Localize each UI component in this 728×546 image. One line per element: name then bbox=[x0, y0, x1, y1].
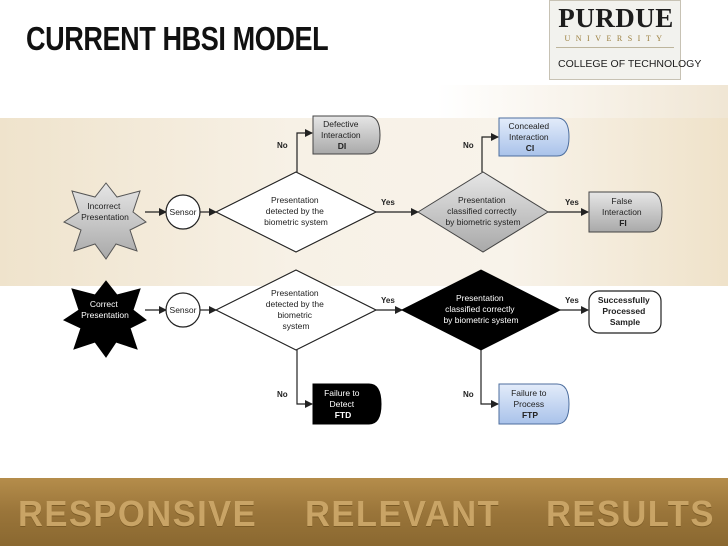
fi-line2: Interaction bbox=[602, 207, 642, 217]
failure-to-detect-shape bbox=[312, 383, 382, 425]
sensor-circle-1 bbox=[165, 194, 201, 230]
svg-text:Failure to Process FTP: Failure to Process FTP bbox=[511, 388, 549, 420]
detected-decision-2 bbox=[214, 269, 378, 351]
d2r1-line2: classified correctly bbox=[447, 206, 517, 216]
no-label-r2-d2: No bbox=[463, 390, 474, 399]
correct-presentation-star bbox=[62, 280, 147, 358]
d1r1-line3: biometric system bbox=[264, 217, 328, 227]
no-label-r2-d1: No bbox=[277, 390, 288, 399]
yes-label-r1-d2: Yes bbox=[565, 198, 579, 207]
d1r1-line1: Presentation bbox=[271, 195, 319, 205]
detected-decision-1 bbox=[214, 171, 378, 253]
yes-label-r2-d1: Yes bbox=[381, 296, 395, 305]
d1r2-line1: Presentation bbox=[271, 288, 319, 298]
svg-text:Successfully Processed: Successfully Processed Sample bbox=[598, 295, 652, 327]
d2r2-line1: Presentation bbox=[456, 293, 504, 303]
row2-connectors bbox=[145, 306, 589, 408]
ftd-line3: FTD bbox=[335, 410, 352, 420]
incorrect-presentation-star bbox=[62, 182, 147, 260]
svg-text:False Interaction FI: False Interaction FI bbox=[602, 196, 644, 228]
ftp-line3: FTP bbox=[522, 410, 538, 420]
ftp-line2: Process bbox=[513, 399, 544, 409]
svg-text:Defective Interaction: Defective Interaction DI bbox=[321, 119, 363, 151]
defective-interaction-shape bbox=[312, 115, 381, 155]
d1r2-line4: system bbox=[283, 321, 310, 331]
incorrect-label-1: Incorrect bbox=[87, 201, 121, 211]
logo-college: COLLEGE OF TECHNOLOGY bbox=[558, 58, 702, 70]
d2r2-line3: by biometric system bbox=[443, 315, 518, 325]
svg-text:Incorrect Presentation: Incorrect Presentation bbox=[81, 201, 129, 222]
svg-text:Presentation classified co: Presentation classified correctly by bio… bbox=[445, 195, 520, 227]
success-line1: Successfully bbox=[598, 295, 650, 305]
di-line3: DI bbox=[338, 141, 347, 151]
classified-decision-2 bbox=[400, 269, 562, 351]
false-interaction-shape bbox=[588, 191, 663, 233]
d1r2-line3: biometric bbox=[278, 310, 313, 320]
row1-connectors bbox=[145, 129, 589, 216]
ftp-line1: Failure to bbox=[511, 388, 547, 398]
svg-text:Failure to Detect FTD: Failure to Detect FTD bbox=[324, 388, 362, 420]
sensor-label-1: Sensor bbox=[170, 207, 197, 217]
incorrect-label-2: Presentation bbox=[81, 212, 129, 222]
success-line3: Sample bbox=[610, 317, 641, 327]
d1r1-line2: detected by the bbox=[266, 206, 324, 216]
d2r1-line3: by biometric system bbox=[445, 217, 520, 227]
success-line2: Processed bbox=[602, 306, 645, 316]
fi-line3: FI bbox=[619, 218, 627, 228]
logo-wordmark: PURDUE bbox=[558, 3, 674, 33]
failure-to-process-shape bbox=[498, 383, 570, 425]
purdue-logo: PURDUE UNIVERSITY COLLEGE OF TECHNOLOGY bbox=[549, 0, 701, 80]
sensor-circle-2 bbox=[165, 292, 201, 328]
concealed-interaction-shape bbox=[498, 117, 570, 157]
svg-text:Presentation classified co: Presentation classified correctly by bio… bbox=[443, 293, 518, 325]
correct-label-1: Correct bbox=[90, 299, 119, 309]
ftd-line2: Detect bbox=[330, 399, 355, 409]
footer-banner: RESPONSIVE RELEVANT RESULTS bbox=[0, 478, 728, 546]
footer-word-relevant: RELEVANT bbox=[305, 493, 501, 534]
ci-line3: CI bbox=[526, 143, 535, 153]
correct-label-2: Presentation bbox=[81, 310, 129, 320]
no-label-r1-d2: No bbox=[463, 141, 474, 150]
di-line2: Interaction bbox=[321, 130, 361, 140]
fi-line1: False bbox=[611, 196, 632, 206]
no-label-r1-d1: No bbox=[277, 141, 288, 150]
successfully-processed-box bbox=[588, 290, 662, 334]
ftd-line1: Failure to bbox=[324, 388, 360, 398]
svg-text:Presentation detected by t: Presentation detected by the biometric s… bbox=[264, 195, 328, 227]
d1r2-line2: detected by the bbox=[266, 299, 324, 309]
svg-text:Presentation detected by t: Presentation detected by the biometric s… bbox=[266, 288, 327, 331]
svg-text:Correct Presentation: Correct Presentation bbox=[81, 299, 129, 320]
logo-divider bbox=[556, 47, 674, 48]
sensor-label-2: Sensor bbox=[170, 305, 197, 315]
svg-text:Concealed Interaction: Concealed Interaction CI bbox=[508, 121, 551, 153]
di-line1: Defective bbox=[323, 119, 359, 129]
classified-decision-1 bbox=[417, 171, 549, 253]
yes-label-r2-d2: Yes bbox=[565, 296, 579, 305]
logo-university: UNIVERSITY bbox=[564, 34, 668, 43]
background-top bbox=[0, 85, 728, 118]
d2r1-line1: Presentation bbox=[458, 195, 506, 205]
d2r2-line2: classified correctly bbox=[445, 304, 515, 314]
slide-title: CURRENT HBSI MODEL bbox=[26, 20, 329, 57]
ci-line2: Interaction bbox=[509, 132, 549, 142]
footer-word-results: RESULTS bbox=[546, 493, 716, 534]
ci-line1: Concealed bbox=[508, 121, 549, 131]
footer-word-responsive: RESPONSIVE bbox=[18, 493, 258, 534]
yes-label-r1-d1: Yes bbox=[381, 198, 395, 207]
